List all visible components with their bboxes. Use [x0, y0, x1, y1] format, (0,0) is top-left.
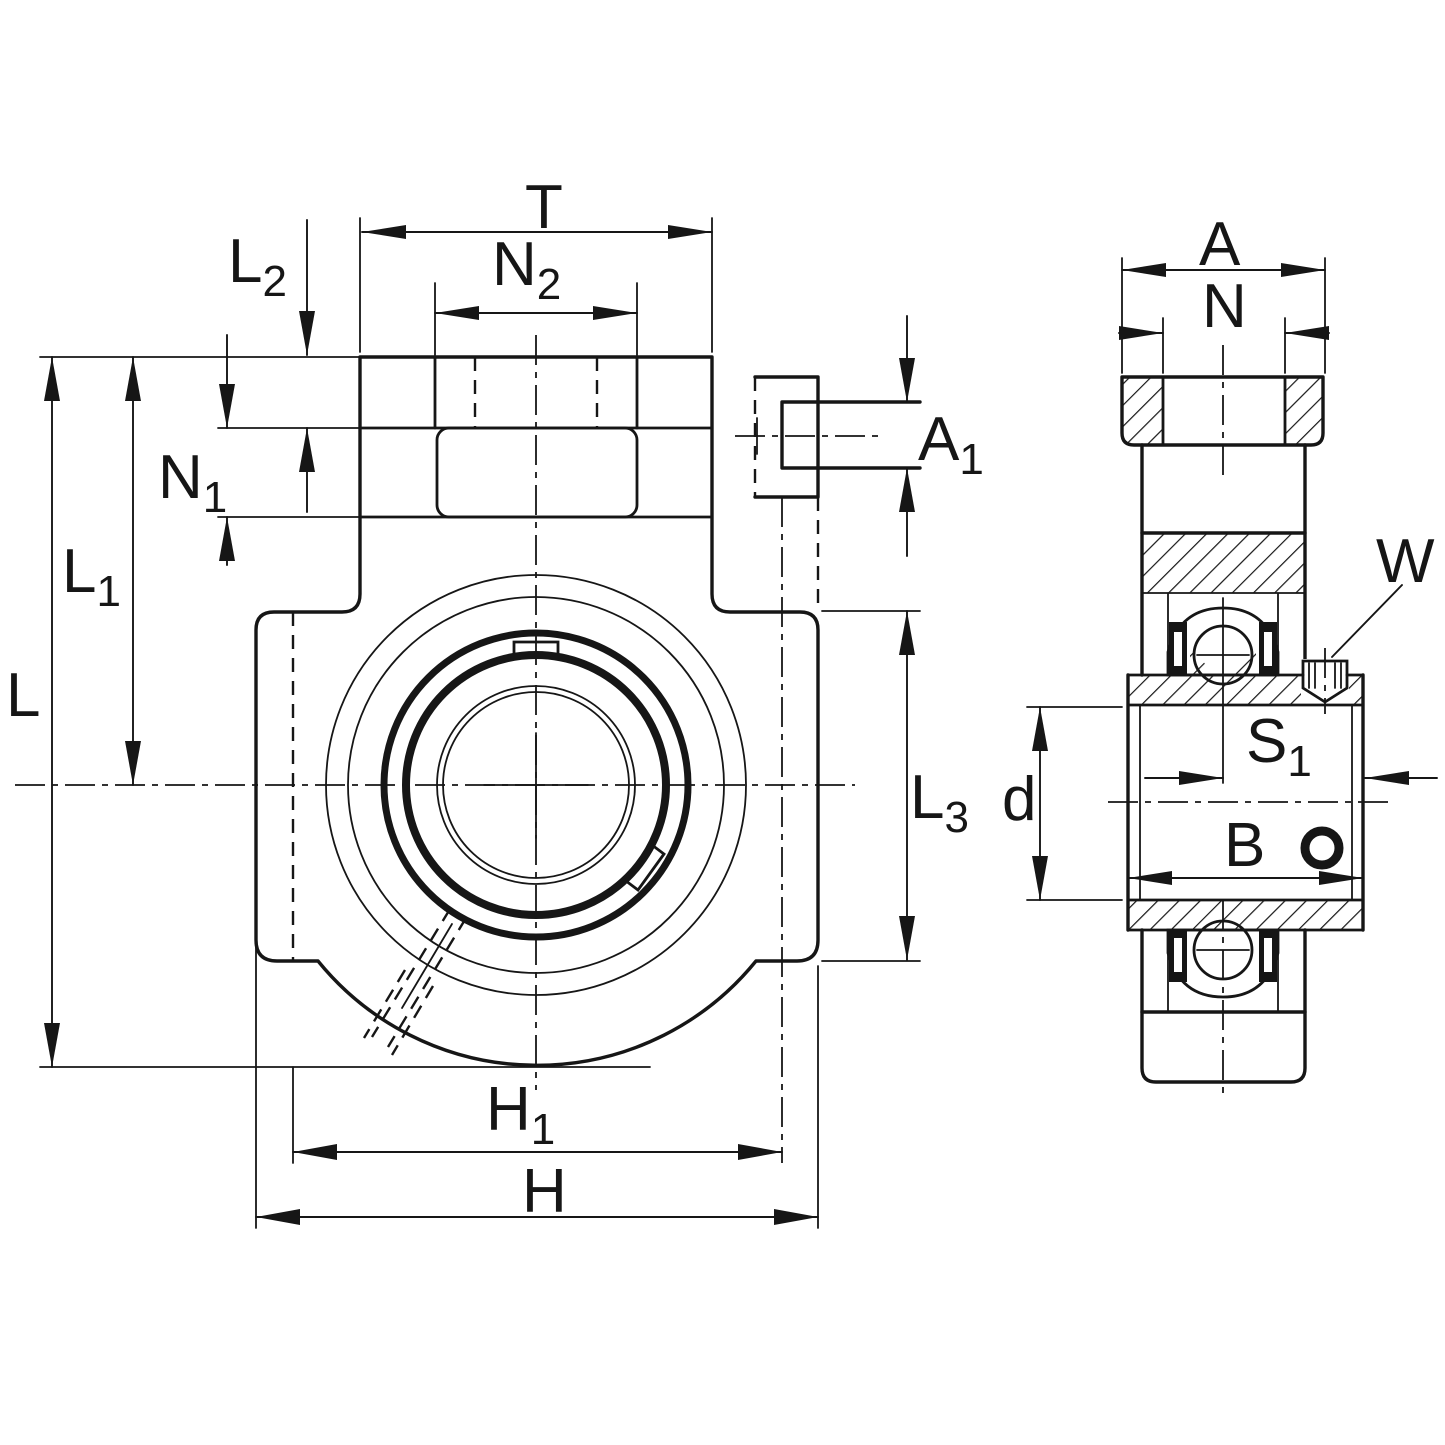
dim-label-L1: L1	[62, 537, 121, 616]
side-dimensions	[1026, 257, 1438, 901]
dim-label-d: d	[1002, 765, 1036, 834]
dim-label-A1: A1	[918, 405, 984, 484]
shaft-bore-circle	[442, 691, 630, 879]
grease-passage-axis	[401, 923, 453, 1009]
set-screw-hole	[1300, 826, 1344, 870]
dim-label-B: B	[1224, 811, 1265, 880]
guide-pin	[780, 400, 922, 470]
dim-label-W: W	[1376, 527, 1435, 596]
guide-lug	[753, 375, 820, 499]
center-cross	[483, 732, 589, 839]
dim-label-N: N	[1202, 272, 1247, 341]
dim-label-L3: L3	[910, 763, 969, 842]
slot-block-walls	[1161, 375, 1287, 447]
inner-ring-circle	[436, 685, 636, 885]
thread-hidden-lines	[473, 357, 599, 428]
outer-ring-od-circle	[347, 596, 725, 974]
dim-label-L: L	[6, 661, 40, 730]
setscrew-tab	[624, 843, 666, 892]
slot-line-extensions	[217, 427, 361, 518]
dim-label-N1: N1	[158, 443, 227, 522]
dim-label-N2: N2	[492, 230, 561, 309]
housing-neck	[1140, 443, 1307, 535]
upper-housing	[1140, 531, 1307, 677]
slot-cavity	[435, 426, 639, 519]
slot-block	[1120, 375, 1325, 447]
dim-label-H1: H1	[486, 1075, 555, 1154]
seal-ring-circle	[402, 651, 670, 919]
housing-boss-circle	[325, 574, 747, 996]
grease-passage-hidden-lines	[362, 908, 468, 1056]
lower-housing	[1140, 1010, 1307, 1084]
lower-ball	[1192, 919, 1254, 981]
housing-outline	[254, 355, 820, 1068]
lower-housing-sides	[1140, 928, 1307, 1014]
dim-label-S1: S1	[1246, 707, 1312, 786]
outer-ring-circle	[380, 629, 692, 941]
w-leader-line	[1331, 584, 1403, 658]
dim-label-T: T	[525, 173, 563, 242]
dim-label-H: H	[522, 1157, 567, 1226]
dim-label-A: A	[1199, 210, 1241, 279]
front-view	[15, 335, 922, 1163]
side-view	[1108, 345, 1403, 1095]
front-dimensions	[39, 217, 921, 1229]
dimension-labels: T N2 L2 N1 L1 L A1 L3 d H1 H A N W S1 B	[6, 173, 1435, 1226]
inner-ring-faces	[1126, 673, 1365, 932]
inner-ring-chamfers	[1139, 705, 1353, 900]
set-screw-threads	[1308, 662, 1342, 689]
set-screw	[1301, 659, 1349, 704]
dim-label-L2: L2	[228, 227, 287, 306]
lube-notch	[512, 640, 560, 658]
slot-walls	[433, 355, 639, 430]
